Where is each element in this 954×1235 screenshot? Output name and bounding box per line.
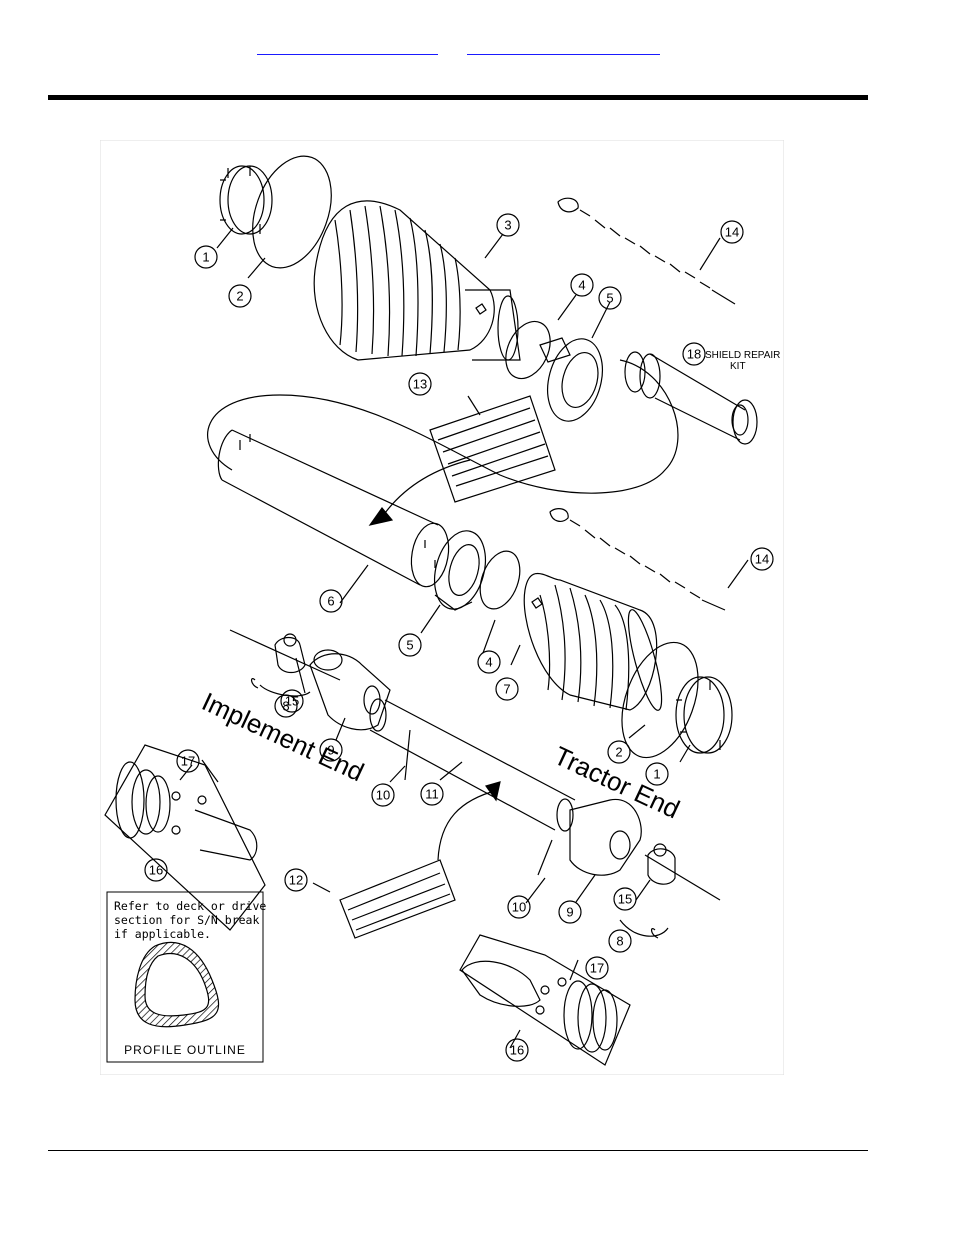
cross-bearing-tractor — [619, 843, 721, 939]
cone-shield-bottom — [523, 572, 663, 711]
leader-lines — [179, 227, 749, 1049]
callout-1-top: 1 — [202, 250, 209, 265]
callout-8-implement: 8 — [282, 699, 289, 714]
callout-8-tractor: 8 — [616, 934, 623, 949]
yoke-tractor — [569, 798, 642, 876]
shield-repair-kit-label-line1: SHIELD REPAIR — [705, 350, 780, 361]
shield-repair-kit-label-line2: KIT — [730, 361, 746, 372]
profile-outline-caption: PROFILE OUTLINE — [124, 1043, 246, 1057]
callout-5-top: 5 — [606, 291, 613, 306]
inset-note-line2: section for S/N break — [114, 913, 259, 927]
callout-9-tractor: 9 — [566, 905, 573, 920]
callout-17-tractor: 17 — [590, 961, 604, 976]
callout-14-bottom: 14 — [755, 552, 769, 567]
callout-12: 12 — [289, 873, 303, 888]
inset-note-line1: Refer to deck or drive — [114, 899, 266, 913]
bearing-housing-5-top — [539, 337, 603, 422]
callout-9-implement: 9 — [327, 743, 334, 758]
safety-chain-top — [557, 197, 736, 305]
callout-15-tractor: 15 — [618, 892, 632, 907]
callout-7: 7 — [503, 682, 510, 697]
inset-note-line3: if applicable. — [114, 927, 211, 941]
callout-4-bottom: 4 — [485, 655, 492, 670]
decal-13 — [429, 395, 556, 503]
decal-arrow-13 — [379, 459, 471, 521]
ring-2-top — [252, 155, 332, 269]
callout-1-bottom: 1 — [653, 767, 660, 782]
cone-shield-top — [313, 200, 521, 361]
outer-tube — [217, 429, 450, 588]
header-rule — [48, 95, 868, 100]
profile-outline-shape — [134, 941, 220, 1028]
callout-10-implement: 10 — [376, 788, 390, 803]
callout-14-top: 14 — [725, 225, 739, 240]
ring-2-bottom — [621, 641, 699, 759]
callout-2-bottom: 2 — [615, 745, 622, 760]
decal-12 — [339, 859, 456, 939]
clutch-assembly-tractor — [459, 934, 631, 1066]
bearing-ring-top — [219, 165, 273, 235]
nav-link-2[interactable] — [467, 40, 660, 55]
shield-repair-kit — [624, 351, 758, 445]
nav-link-1[interactable] — [257, 40, 438, 55]
callout-circles — [144, 213, 774, 1062]
clutch-assembly-implement — [104, 744, 266, 931]
callout-5-bottom: 5 — [406, 638, 413, 653]
callout-4-top: 4 — [578, 278, 585, 293]
decal-arrow-12 — [437, 789, 499, 861]
cross-bearing-implement — [229, 629, 341, 689]
callout-2-top: 2 — [236, 289, 243, 304]
callout-6: 6 — [327, 594, 334, 609]
yoke-implement — [309, 649, 391, 731]
ring-4-bottom — [479, 550, 521, 610]
bearing-ring-bottom — [675, 676, 733, 754]
pto-driveline-exploded-diagram: 1 2 3 4 5 13 14 18 6 5 4 7 14 8 15 9 2 1… — [100, 140, 784, 1075]
callout-3: 3 — [504, 218, 511, 233]
callout-10-tractor: 10 — [512, 900, 526, 915]
callout-16-implement: 16 — [149, 863, 163, 878]
bearing-housing-5-bottom — [434, 530, 486, 611]
callout-16-tractor: 16 — [510, 1043, 524, 1058]
decal-wire — [207, 359, 679, 494]
safety-chain-bottom — [549, 508, 726, 611]
grease-pin-tractor — [537, 839, 553, 876]
callout-13: 13 — [413, 377, 427, 392]
callout-11: 11 — [425, 787, 439, 802]
footer-rule — [48, 1150, 868, 1151]
grease-pin-implement — [404, 729, 411, 781]
callout-17-implement: 17 — [181, 754, 195, 769]
callout-18: 18 — [687, 347, 701, 362]
profile-inset-box — [106, 891, 264, 1063]
callout-15-implement: 15 — [285, 694, 299, 709]
inner-tube — [369, 698, 576, 832]
